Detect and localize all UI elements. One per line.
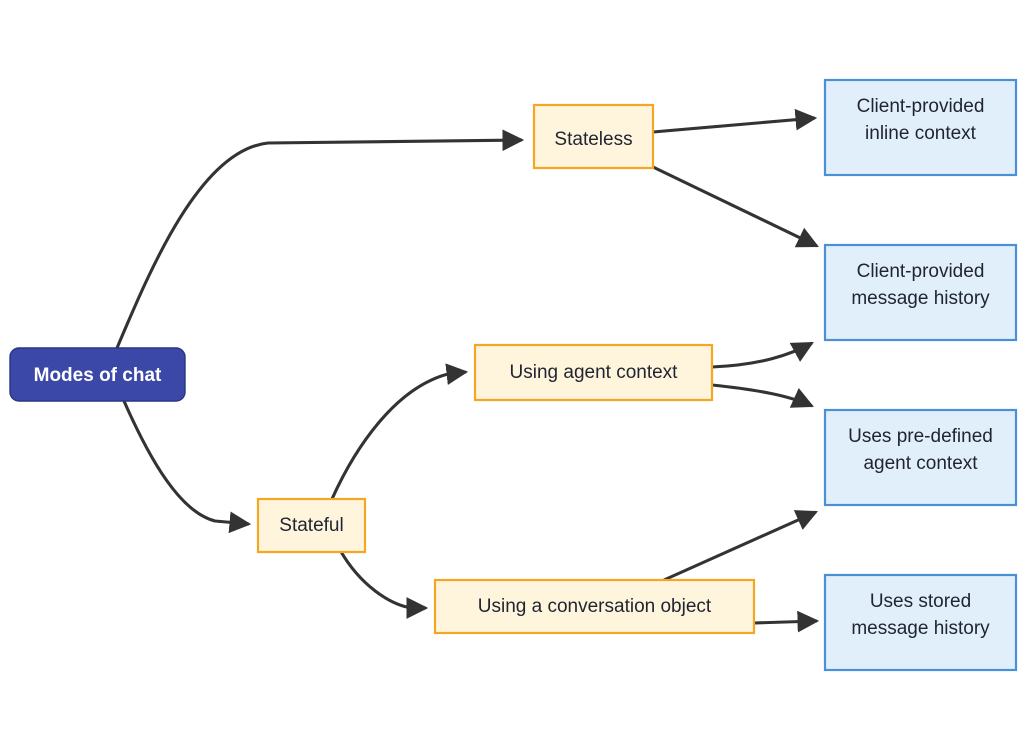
node-uses-stored-message-history-label-line1: Uses stored xyxy=(870,591,971,612)
node-uses-pre-defined-agent-context[interactable]: Uses pre-defined agent context xyxy=(823,408,1018,507)
node-using-a-conversation-object-shape[interactable] xyxy=(433,578,756,635)
edge-agent-context-to-predefined-agent-context xyxy=(711,383,814,408)
node-stateful-label: Stateful xyxy=(279,515,343,536)
edge-stateful-to-agent-context xyxy=(330,363,469,500)
node-client-provided-inline-context-shape[interactable] xyxy=(823,78,1018,177)
node-uses-stored-message-history-shape[interactable] xyxy=(823,573,1018,672)
node-using-agent-context-shape[interactable] xyxy=(473,343,714,402)
node-modes-of-chat[interactable]: Modes of chat xyxy=(9,347,186,402)
edge-conversation-object-to-predefined-agent-context xyxy=(663,510,818,582)
node-uses-stored-message-history[interactable]: Uses stored message history xyxy=(823,573,1018,672)
node-uses-pre-defined-agent-context-label-line2: agent context xyxy=(863,453,978,474)
node-modes-of-chat-shape[interactable] xyxy=(9,347,186,402)
node-stateful-shape[interactable] xyxy=(256,497,367,554)
node-uses-pre-defined-agent-context-shape[interactable] xyxy=(823,408,1018,507)
node-client-provided-inline-context-label-line2: inline context xyxy=(865,123,977,144)
node-client-provided-message-history-label-line2: message history xyxy=(851,288,990,309)
edge-stateless-to-message-history xyxy=(652,165,819,248)
node-client-provided-inline-context[interactable]: Client-provided inline context xyxy=(823,78,1018,177)
edge-stateful-to-conversation-object xyxy=(338,549,429,619)
node-using-a-conversation-object[interactable]: Using a conversation object xyxy=(433,578,756,635)
node-stateless-shape[interactable] xyxy=(532,103,655,170)
edge-root-to-stateless xyxy=(115,129,525,349)
node-using-a-conversation-object-label: Using a conversation object xyxy=(478,596,712,617)
node-modes-of-chat-label: Modes of chat xyxy=(34,365,162,386)
node-uses-stored-message-history-label-line2: message history xyxy=(851,618,990,639)
edge-conversation-object-to-stored-message-history xyxy=(753,610,820,633)
node-client-provided-message-history-shape[interactable] xyxy=(823,243,1018,342)
node-stateless-label: Stateless xyxy=(554,129,632,150)
node-client-provided-message-history-label-line1: Client-provided xyxy=(857,261,985,282)
node-using-agent-context-label: Using agent context xyxy=(510,362,679,383)
edge-root-to-stateful xyxy=(122,400,252,534)
edge-agent-context-to-message-history xyxy=(711,341,814,369)
node-stateful[interactable]: Stateful xyxy=(256,497,367,554)
node-client-provided-inline-context-label-line1: Client-provided xyxy=(857,96,985,117)
node-using-agent-context[interactable]: Using agent context xyxy=(473,343,714,402)
nodes-layer: Modes of chat Stateless Stateful Using a… xyxy=(9,78,1018,672)
edges-layer xyxy=(115,108,820,633)
edge-stateless-to-inline-context xyxy=(652,108,818,134)
node-uses-pre-defined-agent-context-label-line1: Uses pre-defined xyxy=(848,426,993,447)
node-client-provided-message-history[interactable]: Client-provided message history xyxy=(823,243,1018,342)
node-stateless[interactable]: Stateless xyxy=(532,103,655,170)
